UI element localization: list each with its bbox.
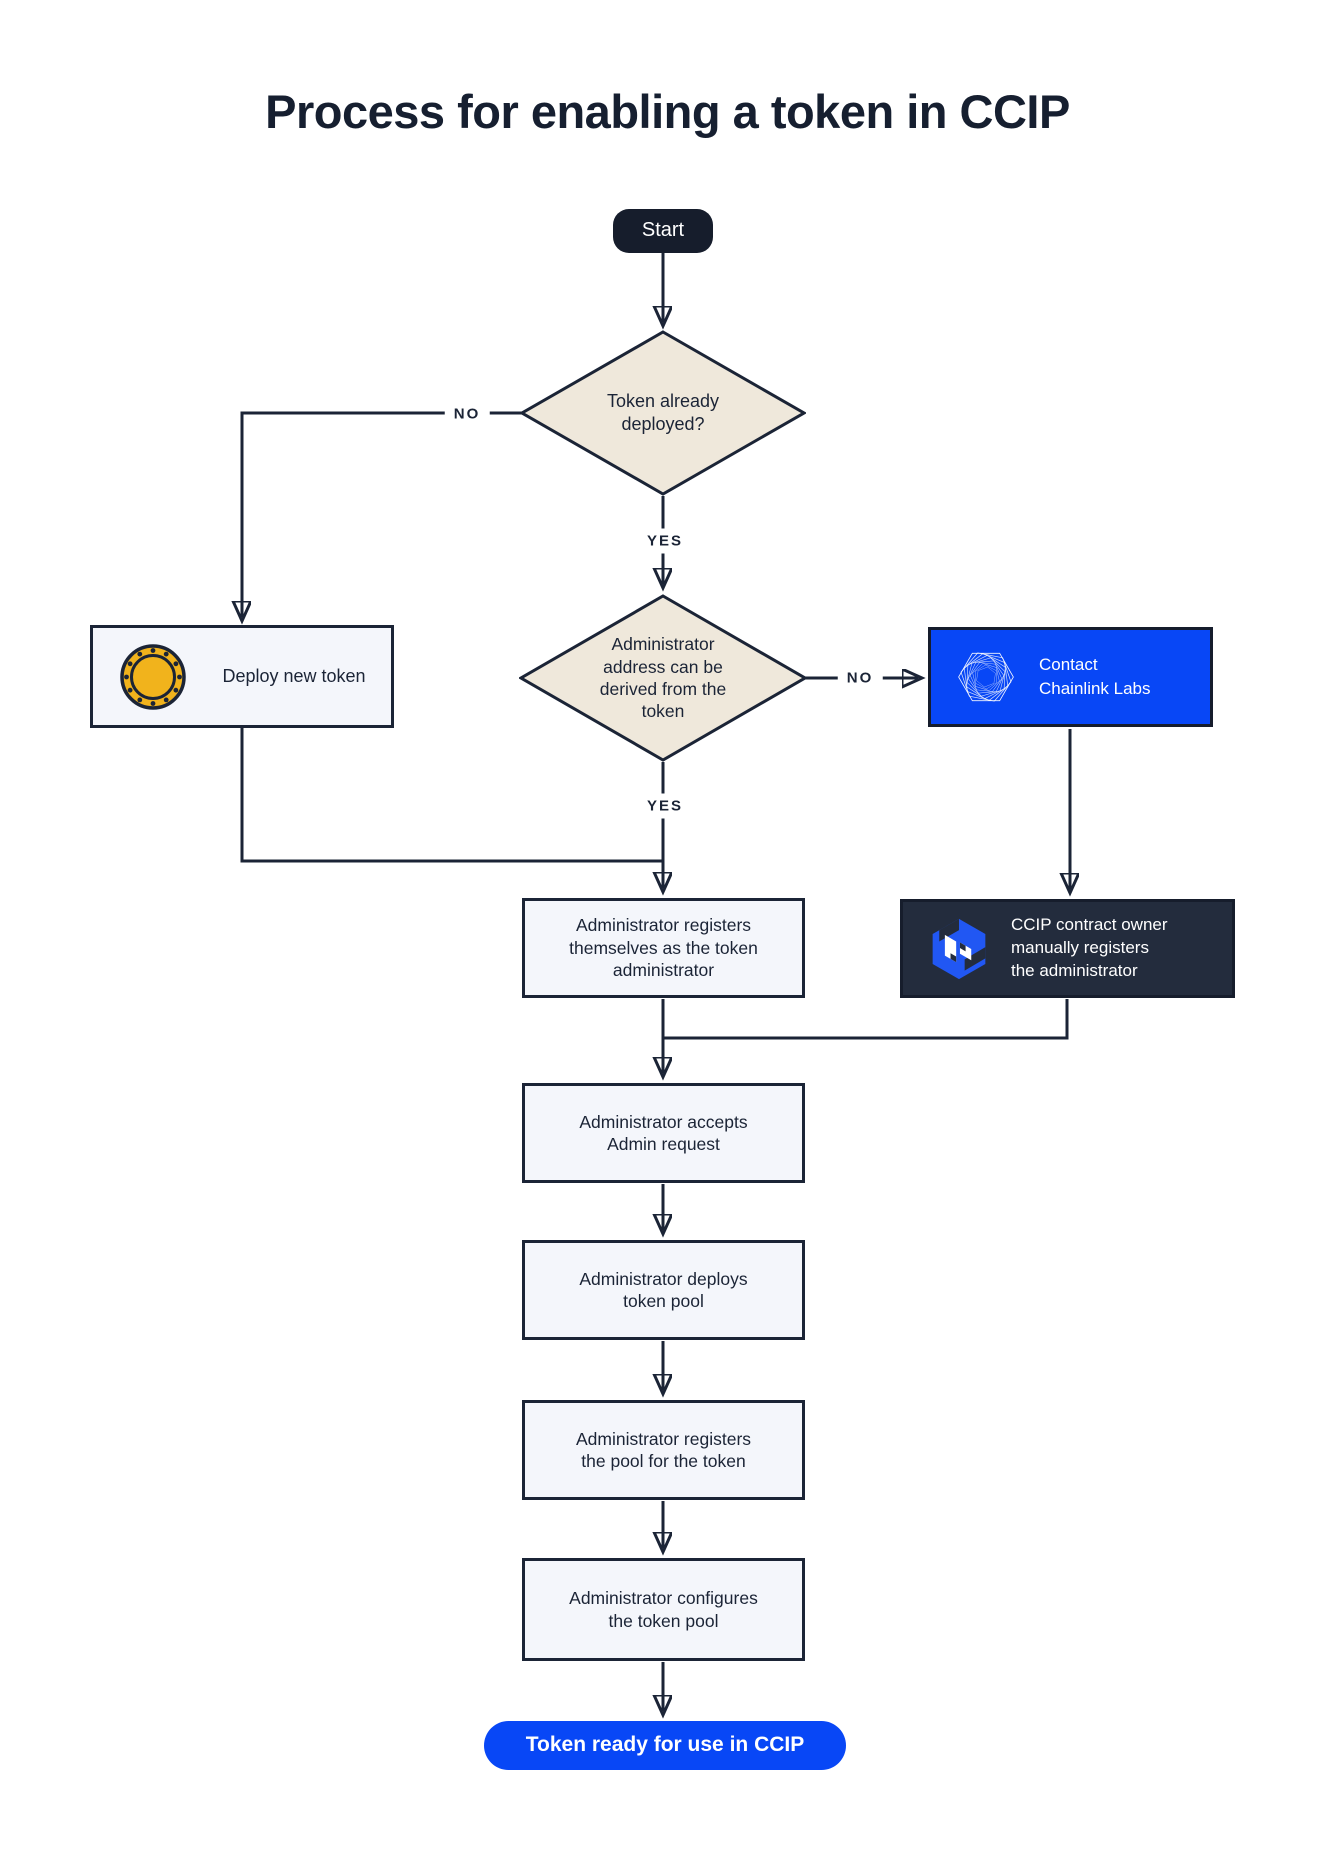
admin-registers-pool-label: Administrator registers the pool for the…: [575, 1428, 752, 1471]
contact-chainlink-label: Contact Chainlink Labs: [1039, 655, 1151, 698]
admin-registers-self-node: Administrator registers themselves as th…: [522, 898, 805, 998]
end-label: Token ready for use in CCIP: [525, 1733, 805, 1757]
edge-no-to-deploy-new-token: [242, 411, 523, 617]
token-deployed-decision: Token already deployed?: [518, 330, 808, 496]
admin-configures-pool-node: Administrator configures the token pool: [522, 1558, 805, 1661]
edge-label-no-derivable: NO: [837, 665, 883, 691]
ccip-owner-registers-label: CCIP contract owner manually registers t…: [1011, 915, 1168, 980]
edge-label-no-deployed: NO: [444, 401, 490, 427]
ccip-logo: [927, 917, 991, 981]
admin-registers-pool-node: Administrator registers the pool for the…: [522, 1400, 805, 1500]
admin-deploys-pool-node: Administrator deploys token pool: [522, 1240, 805, 1340]
page-title: Process for enabling a token in CCIP: [265, 85, 1070, 138]
coin-icon: [119, 643, 187, 711]
ccip-owner-registers-node: CCIP contract owner manually registers t…: [900, 899, 1235, 998]
admin-deploys-pool-label: Administrator deploys token pool: [579, 1268, 748, 1311]
end-node: Token ready for use in CCIP: [484, 1721, 846, 1770]
token-deployed-label: Token already deployed?: [606, 390, 720, 434]
admin-accepts-node: Administrator accepts Admin request: [522, 1083, 805, 1183]
edge-label-yes-derivable: YES: [637, 793, 693, 819]
admin-registers-self-label: Administrator registers themselves as th…: [569, 915, 758, 981]
edge-label-yes-deployed: YES: [637, 528, 693, 554]
start-node: Start: [613, 209, 713, 253]
admin-derivable-label: Administrator address can be derived fro…: [599, 634, 727, 722]
edge-ccip-owner-merge: [664, 999, 1069, 1040]
start-label: Start: [641, 219, 685, 242]
diamond-shape: [518, 594, 808, 762]
admin-accepts-label: Administrator accepts Admin request: [579, 1111, 748, 1154]
deploy-new-token-label: Deploy new token: [222, 665, 366, 686]
chainlink-labs-logo: [955, 646, 1017, 708]
admin-configures-pool-label: Administrator configures the token pool: [569, 1588, 758, 1631]
deploy-new-token-node: Deploy new token: [90, 625, 394, 728]
edge-deploy-merge: [240, 728, 662, 863]
admin-derivable-decision: Administrator address can be derived fro…: [518, 594, 808, 762]
contact-chainlink-node: Contact Chainlink Labs: [928, 627, 1213, 727]
diamond-shape: [518, 330, 808, 496]
